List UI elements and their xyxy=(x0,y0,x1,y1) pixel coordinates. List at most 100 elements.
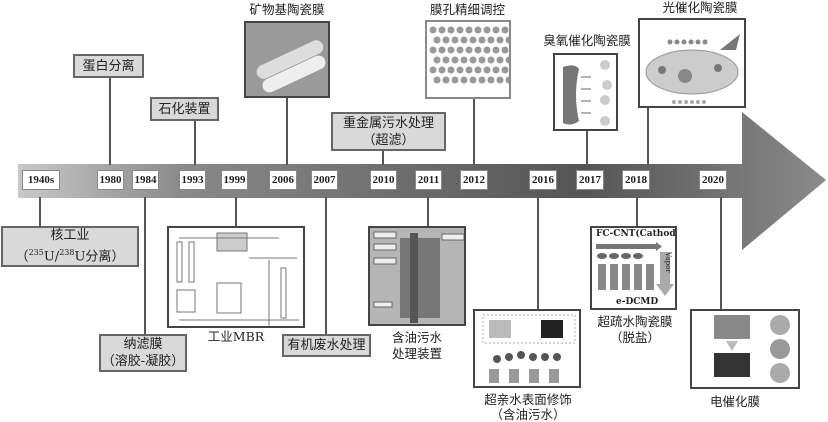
pore-sphere xyxy=(460,36,468,44)
event-title: 蛋白分离 xyxy=(82,58,135,74)
pore-sphere xyxy=(487,76,495,84)
pore-sphere xyxy=(496,56,504,64)
event-organic-wastewater: 有机废水处理 xyxy=(282,334,371,357)
pore-sphere xyxy=(460,76,468,84)
device-photo-image xyxy=(370,228,464,324)
pore-sphere xyxy=(447,46,455,54)
pore-sphere xyxy=(474,26,482,34)
photocatalysis-image xyxy=(645,34,740,104)
figure-photocatalytic-membrane xyxy=(638,18,746,108)
pore-sphere xyxy=(483,26,491,34)
connector-2006 xyxy=(286,97,288,165)
pore-sphere xyxy=(492,66,500,74)
year-label: 2020 xyxy=(699,170,727,190)
event-title: 纳滤膜 xyxy=(123,337,163,352)
year-label: 2007 xyxy=(311,170,338,190)
year-label: 2017 xyxy=(576,170,604,190)
membrane-tube-image xyxy=(246,23,328,96)
year-label: 1993 xyxy=(179,170,206,190)
caption-mineral-membrane: 矿物基陶瓷膜 xyxy=(249,2,325,17)
event-title: 重金属污水处理 xyxy=(342,115,434,131)
event-title: 核工业 xyxy=(50,228,90,244)
pore-sphere xyxy=(483,66,491,74)
pore-sphere xyxy=(505,36,509,44)
caption-industrial-mbr: 工业MBR xyxy=(207,329,265,344)
caption-photocatalytic-membrane: 光催化陶瓷膜 xyxy=(662,0,738,15)
figure-label-edcmd: e-DCMD xyxy=(616,297,659,307)
pore-spheres-image xyxy=(429,26,509,84)
ozone-catalysis-image xyxy=(563,60,612,126)
pore-sphere xyxy=(487,56,495,64)
connector-1999 xyxy=(235,197,237,227)
pore-sphere xyxy=(451,56,459,64)
year-label: 2018 xyxy=(622,170,650,190)
pore-sphere xyxy=(460,56,468,64)
caption-oily-device-line1: 含油污水 xyxy=(391,330,442,345)
pore-sphere xyxy=(469,56,477,64)
connector-2018-top xyxy=(647,107,649,165)
figure-pore-control xyxy=(425,20,511,99)
caption-electrocatalytic: 电催化膜 xyxy=(709,394,760,409)
pore-sphere xyxy=(501,66,509,74)
connector-1980 xyxy=(109,77,111,165)
pore-sphere xyxy=(429,66,437,74)
pore-sphere xyxy=(469,36,477,44)
pore-sphere xyxy=(442,56,450,64)
year-label: 1999 xyxy=(221,170,248,190)
event-nanofiltration: 纳滤膜 （溶胶-凝胶） xyxy=(99,334,187,372)
connector-1984 xyxy=(144,197,146,335)
pore-sphere xyxy=(505,56,509,64)
connector-2017 xyxy=(586,130,588,165)
caption-superhydrophilic-line2: （含油污水） xyxy=(490,407,566,422)
caption-superhydrophilic-line1: 超亲水表面修饰 xyxy=(484,392,572,407)
pore-sphere xyxy=(438,46,446,54)
connector-2018-bottom xyxy=(636,197,638,227)
pore-sphere xyxy=(492,26,500,34)
event-petrochemical: 石化装置 xyxy=(150,97,219,121)
year-label: 1984 xyxy=(132,170,159,190)
pore-sphere xyxy=(465,26,473,34)
pore-sphere xyxy=(442,76,450,84)
pore-sphere xyxy=(438,66,446,74)
pore-sphere xyxy=(469,76,477,84)
pore-sphere xyxy=(456,66,464,74)
event-detail: （235U/238U分离） xyxy=(15,248,125,265)
pore-sphere xyxy=(496,36,504,44)
connector-2012 xyxy=(473,98,475,165)
figure-label-vapor: Vapor xyxy=(664,252,672,273)
pore-sphere xyxy=(433,56,441,64)
connector-1993 xyxy=(194,120,196,165)
event-nuclear-industry: 核工业 （235U/238U分离） xyxy=(1,226,139,267)
pore-sphere xyxy=(501,26,509,34)
pore-sphere xyxy=(447,26,455,34)
electrocatalysis-image xyxy=(714,315,790,383)
caption-ozone-membrane: 臭氧催化陶瓷膜 xyxy=(543,33,631,48)
event-title: 有机废水处理 xyxy=(287,338,366,353)
connector-2016 xyxy=(537,197,539,310)
pore-sphere xyxy=(433,76,441,84)
pore-sphere xyxy=(429,46,437,54)
pore-sphere xyxy=(478,36,486,44)
pore-sphere xyxy=(456,46,464,54)
pore-sphere xyxy=(501,46,509,54)
figure-label-cathode: FC-CNT(Cathode) xyxy=(596,229,677,239)
pore-sphere xyxy=(465,46,473,54)
connector-2011 xyxy=(427,197,429,227)
figure-superhydrophobic: FC-CNT(Cathode) Vapor e-DCMD xyxy=(590,226,677,310)
caption-oily-device-line2: 处理装置 xyxy=(391,346,442,361)
pore-sphere xyxy=(442,36,450,44)
pore-sphere xyxy=(433,36,441,44)
superhydrophilic-image xyxy=(482,314,576,383)
pore-sphere xyxy=(496,76,504,84)
event-heavy-metal-wastewater: 重金属污水处理 （超滤） xyxy=(331,112,446,151)
event-title: 石化装置 xyxy=(158,101,211,117)
caption-pore-control: 膜孔精细调控 xyxy=(429,2,505,17)
connector-2010 xyxy=(382,150,384,165)
year-label: 2012 xyxy=(460,170,488,190)
pore-sphere xyxy=(478,76,486,84)
figure-industrial-mbr xyxy=(167,226,305,328)
year-label: 2010 xyxy=(370,170,397,190)
pore-sphere xyxy=(474,66,482,74)
year-label: 2006 xyxy=(269,170,297,190)
